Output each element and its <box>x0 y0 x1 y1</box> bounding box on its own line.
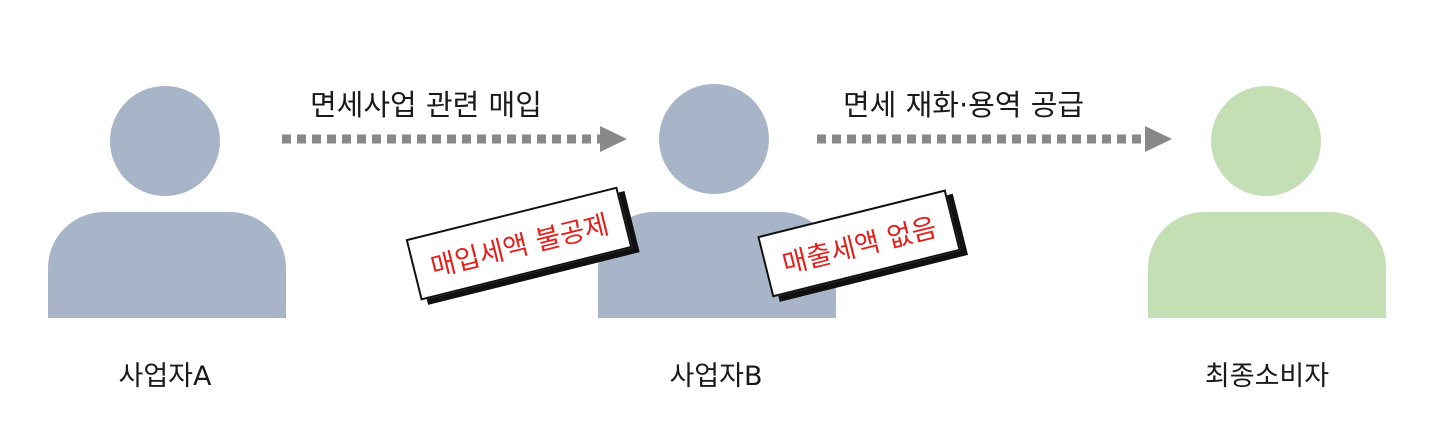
flow-label-supply: 면세 재화·용역 공급 <box>843 88 1085 122</box>
label-final-consumer: 최종소비자 <box>1204 361 1330 392</box>
person-a-head <box>110 86 220 196</box>
label-business-a: 사업자A <box>118 361 212 392</box>
label-business-b: 사업자B <box>669 361 763 392</box>
dotted-arrow-right-icon <box>282 126 627 152</box>
flow-label-purchase: 면세사업 관련 매입 <box>310 88 542 122</box>
person-c-body <box>1148 212 1386 318</box>
dotted-arrow-right-icon <box>817 126 1172 152</box>
person-b-head <box>659 84 769 194</box>
person-c-head <box>1211 86 1321 196</box>
person-a-body <box>48 212 286 318</box>
stamp-no-output-tax: 매출세액 없음 <box>757 189 961 298</box>
